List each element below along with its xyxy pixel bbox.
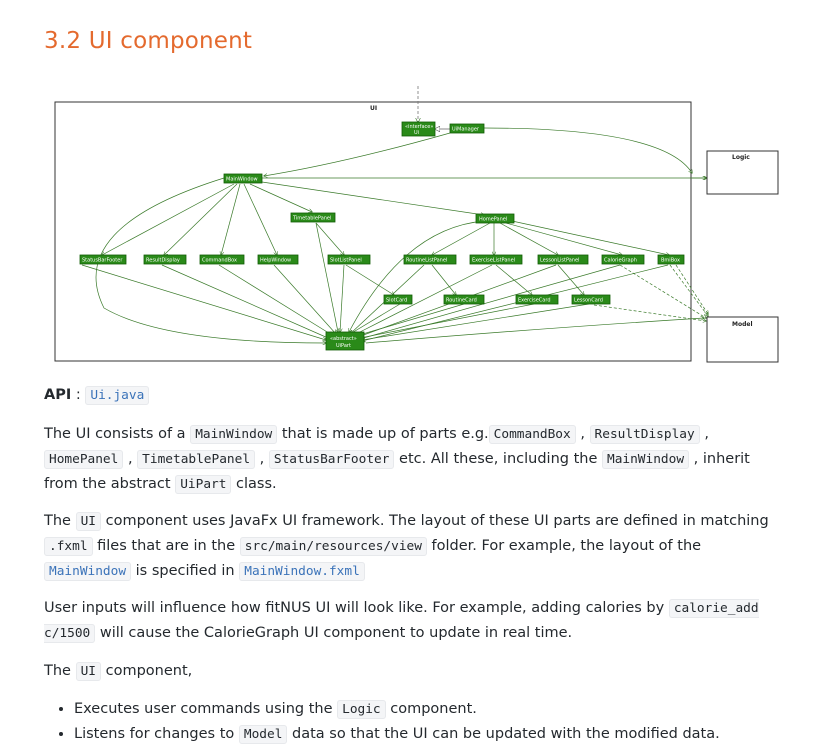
paragraph-ui-component: The UI component,	[44, 662, 193, 681]
ui-responsibilities-list: Executes user commands using the Logic c…	[44, 697, 720, 747]
node-slot-card: SlotCard	[383, 294, 413, 305]
ui-package-frame	[54, 101, 692, 362]
code-ui: UI	[75, 512, 101, 531]
svg-text:UiManager: UiManager	[452, 127, 480, 133]
node-lesson-card: LessonCard	[571, 294, 611, 305]
svg-text:«interface»: «interface»	[405, 124, 433, 130]
ui-component-diagram: UI	[44, 78, 790, 370]
node-timetable-panel: TimetablePanel	[290, 212, 336, 223]
node-status-bar-footer: StatusBarFooter	[79, 254, 127, 265]
svg-text:Model: Model	[732, 321, 753, 328]
svg-text:«abstract»: «abstract»	[330, 336, 357, 342]
svg-text:SlotListPanel: SlotListPanel	[330, 258, 362, 264]
svg-text:Logic: Logic	[732, 154, 750, 161]
svg-text:ResultDisplay: ResultDisplay	[146, 258, 180, 264]
paragraph-ui-consists: The UI consists of a MainWindow that is …	[44, 425, 750, 494]
api-line: API : Ui.java	[44, 383, 784, 408]
svg-text:LessonListPanel: LessonListPanel	[540, 258, 579, 264]
code-mainwindow-2: MainWindow	[601, 450, 690, 469]
node-home-panel: HomePanel	[475, 213, 515, 224]
svg-text:StatusBarFooter: StatusBarFooter	[82, 258, 123, 264]
paragraph-javafx: The UI component uses JavaFx UI framewor…	[44, 512, 769, 581]
node-routine-card: RoutineCard	[443, 294, 485, 305]
code-commandbox: CommandBox	[488, 425, 576, 444]
code-model: Model	[238, 725, 288, 744]
node-routine-list-panel: RoutineListPanel	[403, 254, 457, 265]
svg-text:SlotCard: SlotCard	[386, 298, 407, 304]
svg-text:BmiBox: BmiBox	[661, 258, 680, 264]
code-ui-2: UI	[75, 662, 101, 681]
paragraph-user-inputs: User inputs will influence how fitNUS UI…	[44, 599, 759, 643]
code-resultdisplay: ResultDisplay	[589, 425, 700, 444]
code-statusbarfooter: StatusBarFooter	[268, 450, 395, 469]
api-label: API	[44, 387, 72, 403]
node-exercise-card: ExerciseCard	[515, 294, 559, 305]
model-box: Model	[706, 316, 779, 363]
mainwindow-fxml-link[interactable]: MainWindow.fxml	[239, 562, 365, 581]
code-homepanel: HomePanel	[44, 450, 124, 469]
svg-text:RoutineListPanel: RoutineListPanel	[406, 258, 447, 264]
section-title: 3.2 UI component	[44, 28, 253, 54]
list-item: Listens for changes to Model data so tha…	[74, 722, 720, 747]
node-mainwindow: MainWindow	[223, 173, 263, 184]
code-fxml: .fxml	[44, 537, 93, 556]
node-slot-list-panel: SlotListPanel	[327, 254, 371, 265]
svg-text:TimetablePanel: TimetablePanel	[292, 216, 331, 222]
node-ui-interface: «interface» Ui	[401, 121, 436, 137]
logic-box: Logic	[706, 150, 779, 195]
svg-text:HomePanel: HomePanel	[479, 217, 507, 223]
node-lesson-list-panel: LessonListPanel	[537, 254, 589, 265]
svg-text:LessonCard: LessonCard	[574, 298, 603, 304]
svg-text:HelpWindow: HelpWindow	[260, 258, 291, 264]
node-calorie-graph: CalorieGraph	[601, 254, 645, 265]
svg-text:CalorieGraph: CalorieGraph	[604, 258, 637, 264]
code-view-folder: src/main/resources/view	[239, 537, 427, 556]
svg-text:CommandBox: CommandBox	[202, 258, 237, 264]
node-exercise-list-panel: ExerciseListPanel	[469, 254, 523, 265]
code-logic: Logic	[337, 700, 386, 719]
mainwindow-link[interactable]: MainWindow	[44, 562, 132, 581]
node-help-window: HelpWindow	[257, 254, 299, 265]
package-label: UI	[370, 105, 377, 112]
code-mainwindow: MainWindow	[190, 425, 278, 444]
svg-text:RoutineCard: RoutineCard	[446, 298, 477, 304]
node-result-display: ResultDisplay	[143, 254, 187, 265]
svg-text:ExerciseCard: ExerciseCard	[518, 298, 551, 304]
node-bmi-box: BmiBox	[657, 254, 685, 265]
node-command-box: CommandBox	[199, 254, 245, 265]
ui-java-link[interactable]: Ui.java	[85, 386, 150, 405]
node-uipart: «abstract» UiPart	[325, 331, 365, 351]
svg-text:ExerciseListPanel: ExerciseListPanel	[472, 258, 515, 264]
list-item: Executes user commands using the Logic c…	[74, 697, 720, 722]
svg-text:UiPart: UiPart	[336, 343, 351, 349]
code-uipart: UiPart	[175, 475, 232, 494]
svg-text:Ui: Ui	[414, 130, 419, 136]
node-uimanager: UiManager	[449, 123, 485, 134]
code-timetablepanel: TimetablePanel	[137, 450, 256, 469]
svg-text:MainWindow: MainWindow	[226, 177, 258, 183]
